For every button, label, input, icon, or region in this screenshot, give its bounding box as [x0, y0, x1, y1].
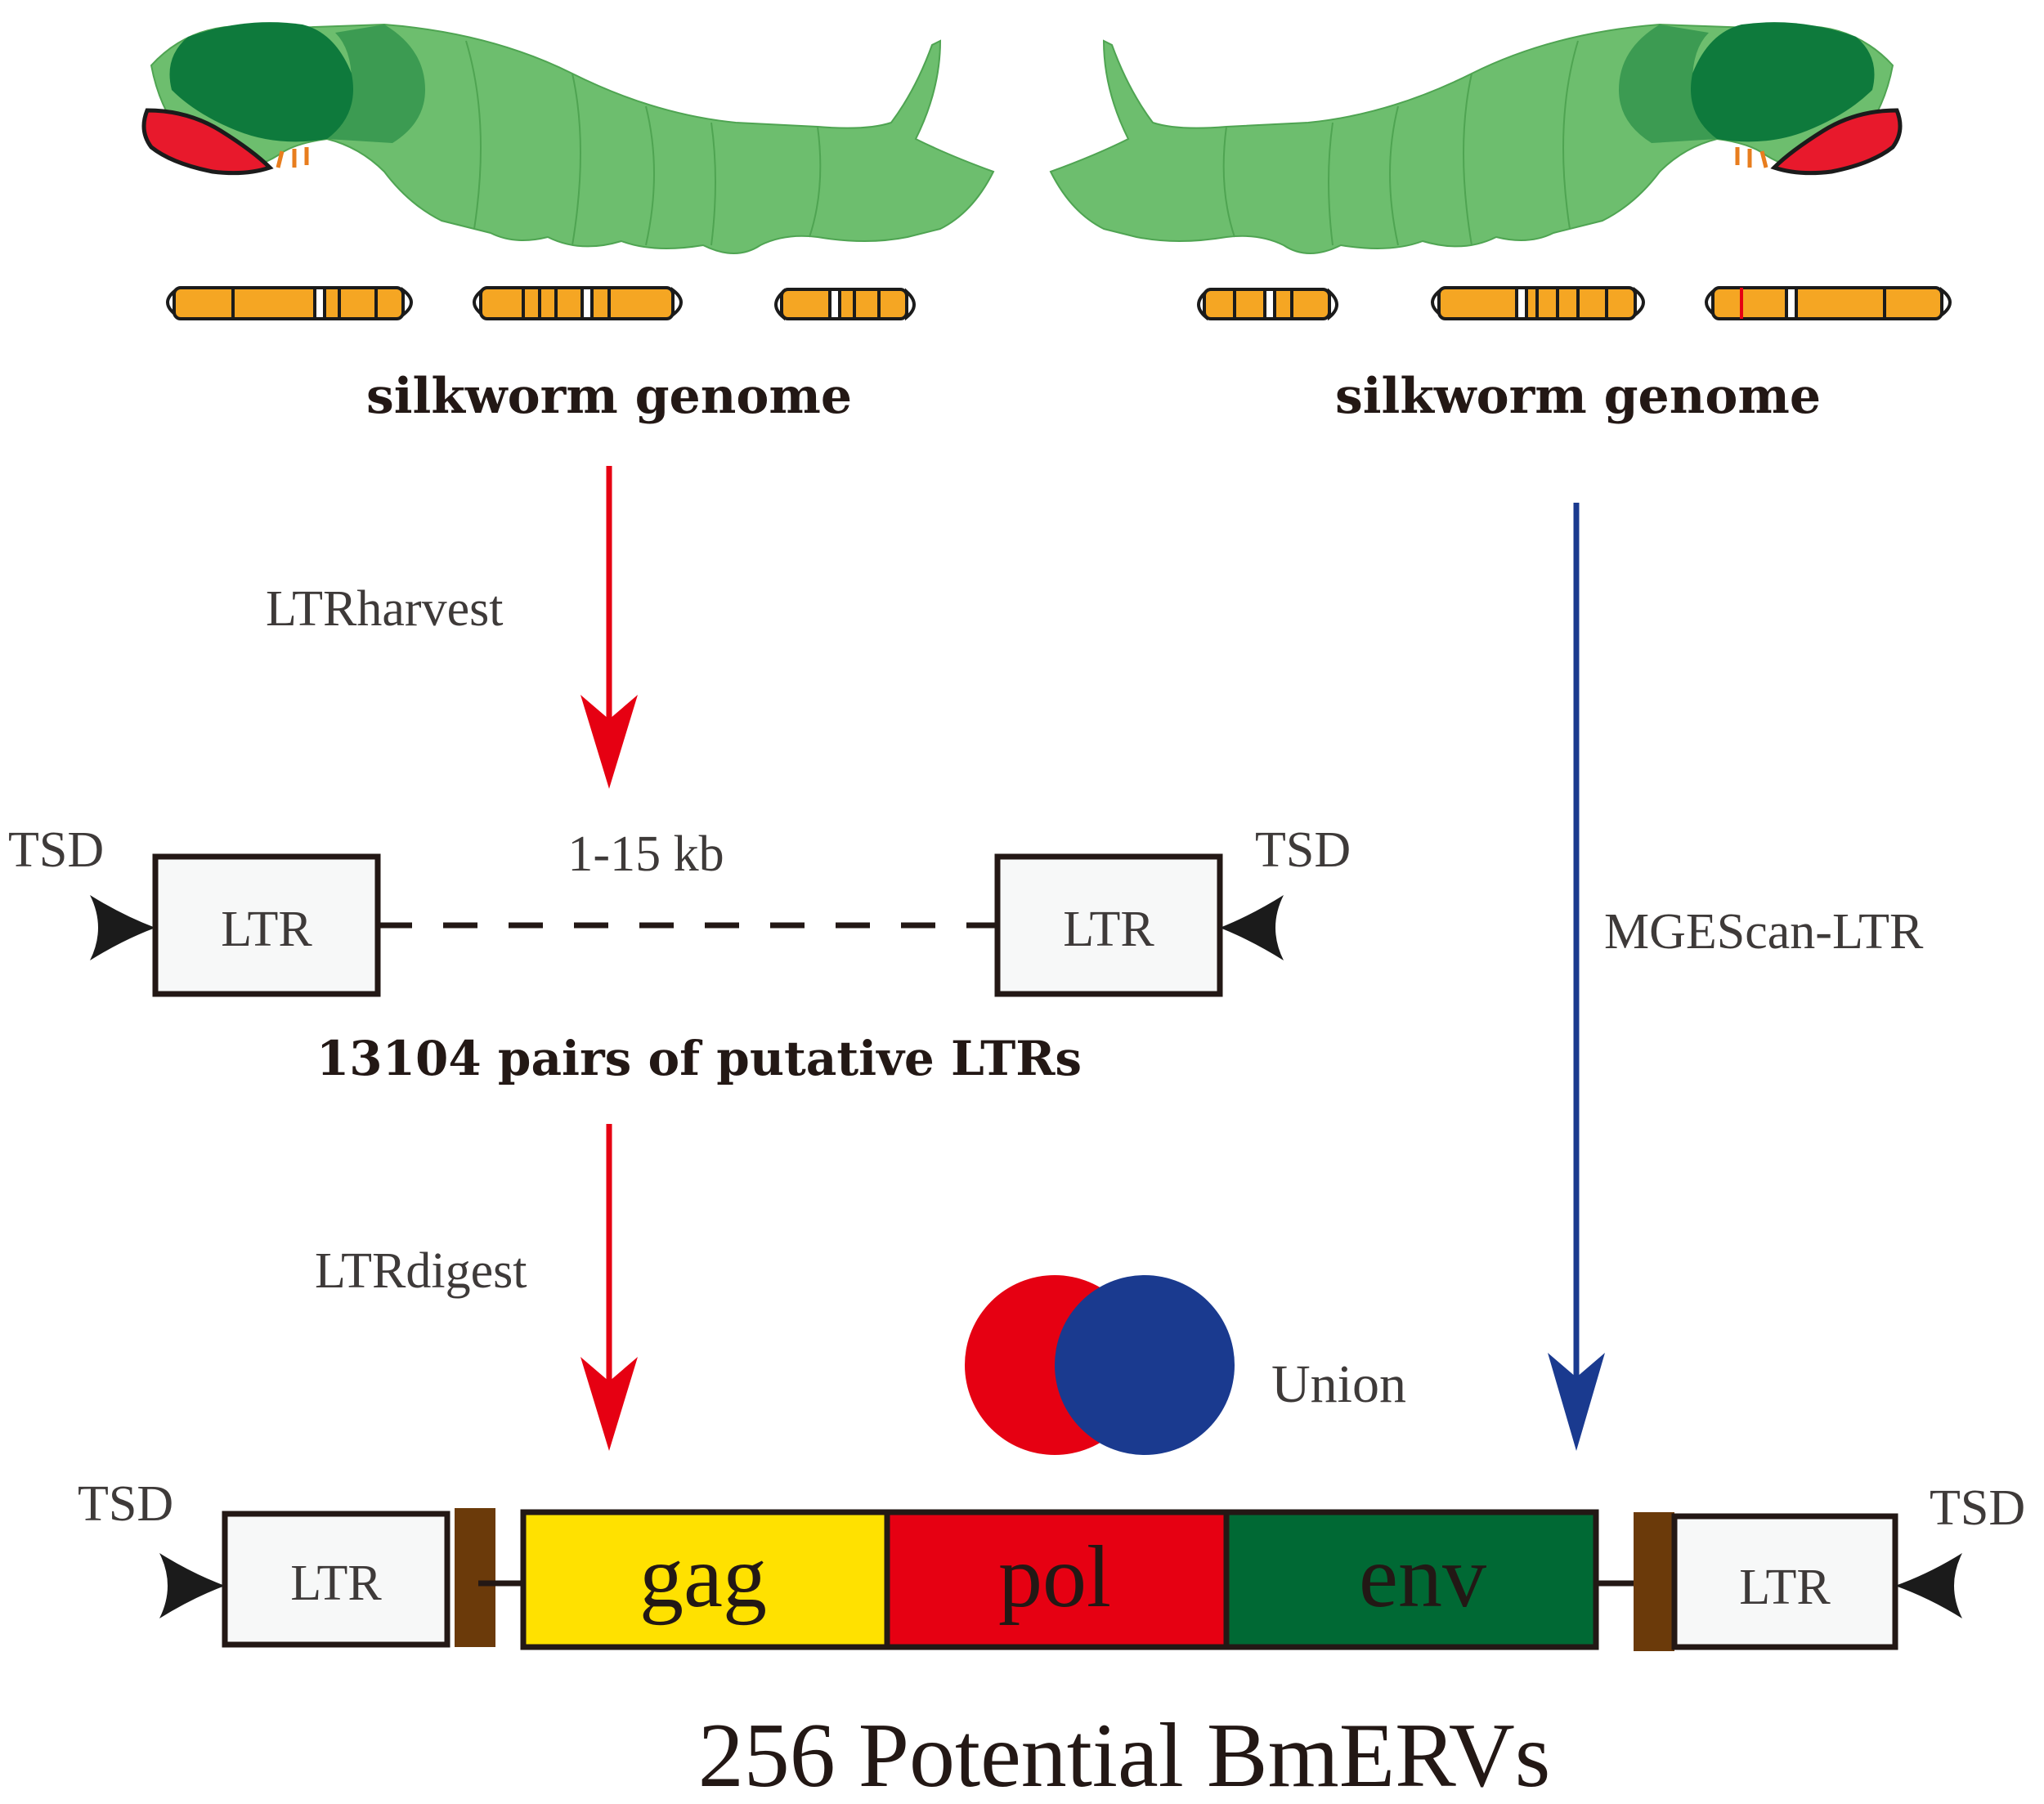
tsd-left-arrow-icon	[90, 895, 155, 960]
ltrdigest-label: LTRdigest	[315, 1243, 527, 1299]
ltr-left-label: LTR	[221, 902, 312, 957]
final-result-title: 256 Potential BmERVs	[698, 1705, 1551, 1804]
red-arrow-ltrdigest	[580, 1124, 638, 1451]
silkworm-right-illustration	[1049, 22, 1903, 254]
structure-tsd-right-arrow-icon	[1895, 1553, 1962, 1618]
env-domain	[1223, 1509, 1599, 1650]
tsd-right-label: TSD	[1255, 822, 1351, 878]
silkworm-left-illustration	[141, 22, 995, 254]
gag-domain	[520, 1509, 890, 1650]
env-label: env	[1359, 1529, 1486, 1626]
structure-ltr-left-box	[222, 1511, 450, 1648]
right-genome-label: silkworm genome	[1335, 368, 1821, 425]
pol-domain	[884, 1509, 1230, 1650]
pol-label: pol	[998, 1529, 1111, 1626]
red-arrow-ltrharvest	[580, 466, 638, 789]
chromosomes-left	[166, 286, 916, 321]
blue-arrow-mgescan	[1548, 503, 1605, 1451]
structure-tsd-right-label: TSD	[1930, 1480, 2025, 1536]
gag-label: gag	[639, 1529, 767, 1626]
mgescan-label: MGEScan-LTR	[1604, 904, 1924, 960]
putative-ltrs-label: 13104 pairs of putative LTRs	[316, 1031, 1082, 1086]
structure-tsd-left-label: TSD	[78, 1476, 173, 1532]
tsd-left-label: TSD	[8, 822, 104, 878]
structure-ltr-right-box	[1671, 1513, 1898, 1650]
ltrharvest-label: LTRharvest	[266, 581, 503, 637]
erv-structure: TSD LTR gag pol env LTR TSD	[78, 1476, 2025, 1651]
union-label: Union	[1271, 1354, 1406, 1414]
structure-tsd-left-arrow-icon	[159, 1553, 225, 1618]
chromosomes-right	[1197, 286, 1952, 321]
spacer-length-label: 1-15 kb	[567, 826, 724, 882]
ltr-right-label: LTR	[1063, 902, 1154, 957]
structure-ltr-right-label: LTR	[1739, 1560, 1831, 1615]
ltr-pair-row: TSD LTR 1-15 kb LTR TSD	[8, 822, 1351, 997]
pbs-marker-right	[1634, 1512, 1674, 1651]
union-venn-icon	[965, 1275, 1235, 1455]
tsd-right-arrow-icon	[1220, 895, 1284, 960]
pbs-marker-left	[455, 1508, 495, 1647]
structure-ltr-left-label: LTR	[290, 1556, 382, 1611]
ltr-right-box	[994, 853, 1223, 997]
left-genome-label: silkworm genome	[366, 368, 852, 425]
